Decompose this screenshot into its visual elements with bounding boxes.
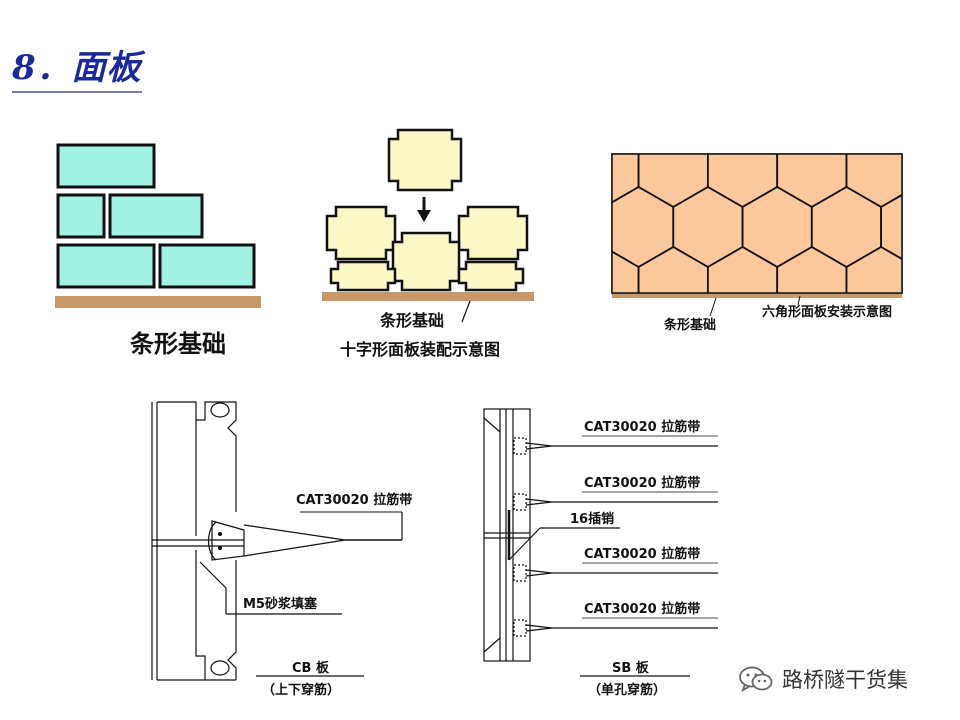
sb-panel-name: SB 板 [612,660,650,676]
hex-panel [500,367,569,447]
sb-panel-sub: （单孔穿筋） [588,682,666,698]
cross-panel [457,260,525,292]
sb-panel-section [483,408,718,677]
hex-panel [535,427,604,507]
sb-strap [513,491,718,511]
hex-panel [612,250,640,293]
hex-base-label: 条形基础 [664,317,716,333]
hex-panel-assembly: 条形基础 六角形面板安装示意图 [500,67,950,507]
cross-panel [325,205,397,261]
sb-strap [513,435,718,455]
cross-caption: 十字形面板装配示意图 [340,340,500,359]
hex-panel [708,367,777,447]
sb-pin-label: 16插销 [570,511,614,527]
sb-strap-label: CAT30020 拉筋带 [584,546,700,562]
hex-panel [673,427,742,507]
hex-panel [673,67,742,147]
cb-panel-sub: （上下穿筋） [262,682,340,698]
cross-panel [387,128,463,192]
hex-panel [639,367,708,447]
hex-panel [776,245,848,293]
strip-caption: 条形基础 [130,330,226,358]
hex-panel [604,307,673,387]
sb-strap-label: CAT30020 拉筋带 [584,419,700,435]
hex-panel [500,127,569,207]
cross-panel [457,205,529,261]
watermark: 路桥隧干货集 [738,664,908,694]
cb-strap-label: CAT30020 拉筋带 [296,492,412,508]
hex-panel [604,427,673,507]
sb-strap-label: CAT30020 拉筋带 [584,475,700,491]
wechat-icon [739,666,773,692]
hex-panel [604,67,673,147]
cb-mortar-label: M5砂浆填塞 [243,596,318,612]
hex-panel [637,245,709,293]
sb-strap-label: CAT30020 拉筋带 [584,601,700,617]
hex-panel [812,427,881,507]
sb-strap [513,562,718,582]
hex-panel [535,187,604,267]
hex-panel [845,245,902,293]
hex-panel [881,427,950,507]
cb-panel-section [151,401,403,681]
down-arrow-icon [417,197,431,222]
hex-panel [812,67,881,147]
cross-panel-assembly: 条形基础 十字形面板装配示意图 [322,128,534,359]
hex-caption: 六角形面板安装示意图 [762,304,892,320]
hex-panel [881,67,950,147]
hex-panel [743,67,812,147]
hex-panel [777,367,846,447]
cross-base-label: 条形基础 [379,311,444,330]
hex-panel [535,307,604,387]
hex-panel [743,427,812,507]
sb-strap [513,617,718,637]
cb-panel-name: CB 板 [292,660,330,676]
cross-panel [391,231,461,292]
strip-foundation-stack: 条形基础 [55,143,261,358]
watermark-text: 路桥隧干货集 [782,668,908,692]
page-title: 8．面板 [12,40,142,93]
hex-panel [707,245,779,293]
hex-panel [847,367,916,447]
hex-panel [535,67,604,147]
cross-panel [329,260,397,292]
hex-panel [569,367,638,447]
